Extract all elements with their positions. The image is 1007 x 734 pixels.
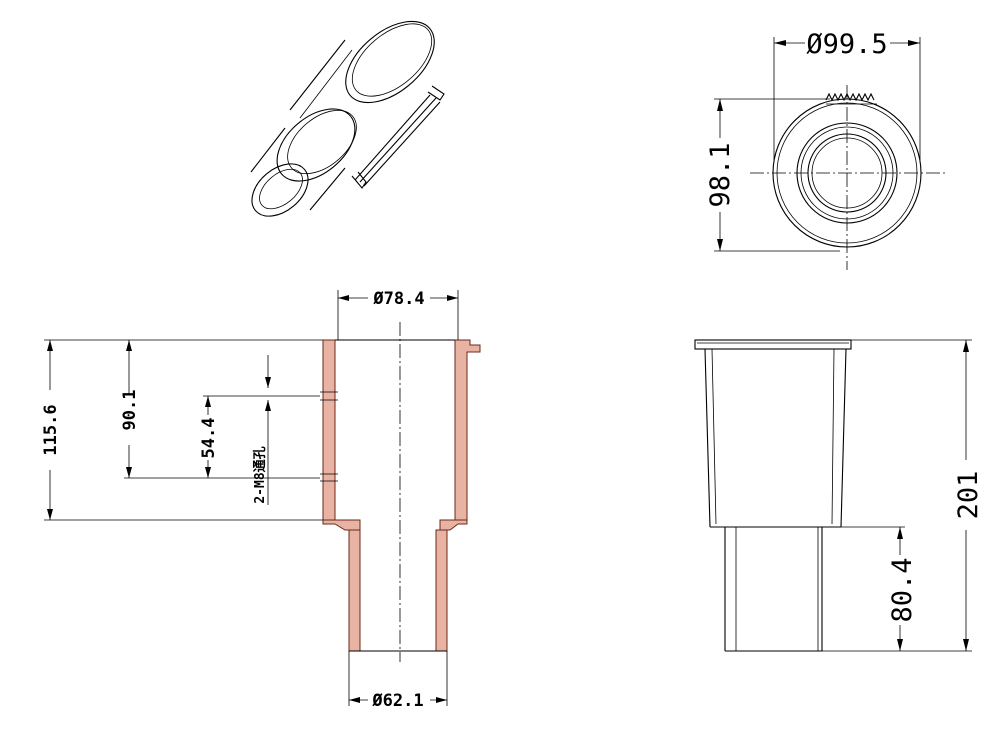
dim-section-inner-diameter: Ø78.4	[372, 289, 424, 309]
dim-section-hole-height: 54.4	[199, 418, 219, 459]
dim-section-outlet-diameter: Ø62.1	[371, 691, 423, 711]
hole-callout: 2-M8通孔	[252, 446, 268, 503]
top-view: Ø99.5 98.1	[705, 29, 945, 270]
dim-side-outlet-length: 80.4	[887, 557, 918, 622]
dim-section-upper-height: 90.1	[120, 390, 140, 431]
isometric-view	[250, 20, 445, 217]
side-view: 201 80.4	[694, 339, 984, 652]
dim-section-total-height: 115.6	[41, 404, 61, 455]
section-view: Ø78.4 Ø62.1 115.6 90.1 54.4	[41, 289, 481, 711]
dim-top-outer-diameter: Ø99.5	[806, 29, 887, 60]
dim-side-total-height: 201	[953, 471, 984, 520]
dim-top-height: 98.1	[705, 142, 736, 207]
